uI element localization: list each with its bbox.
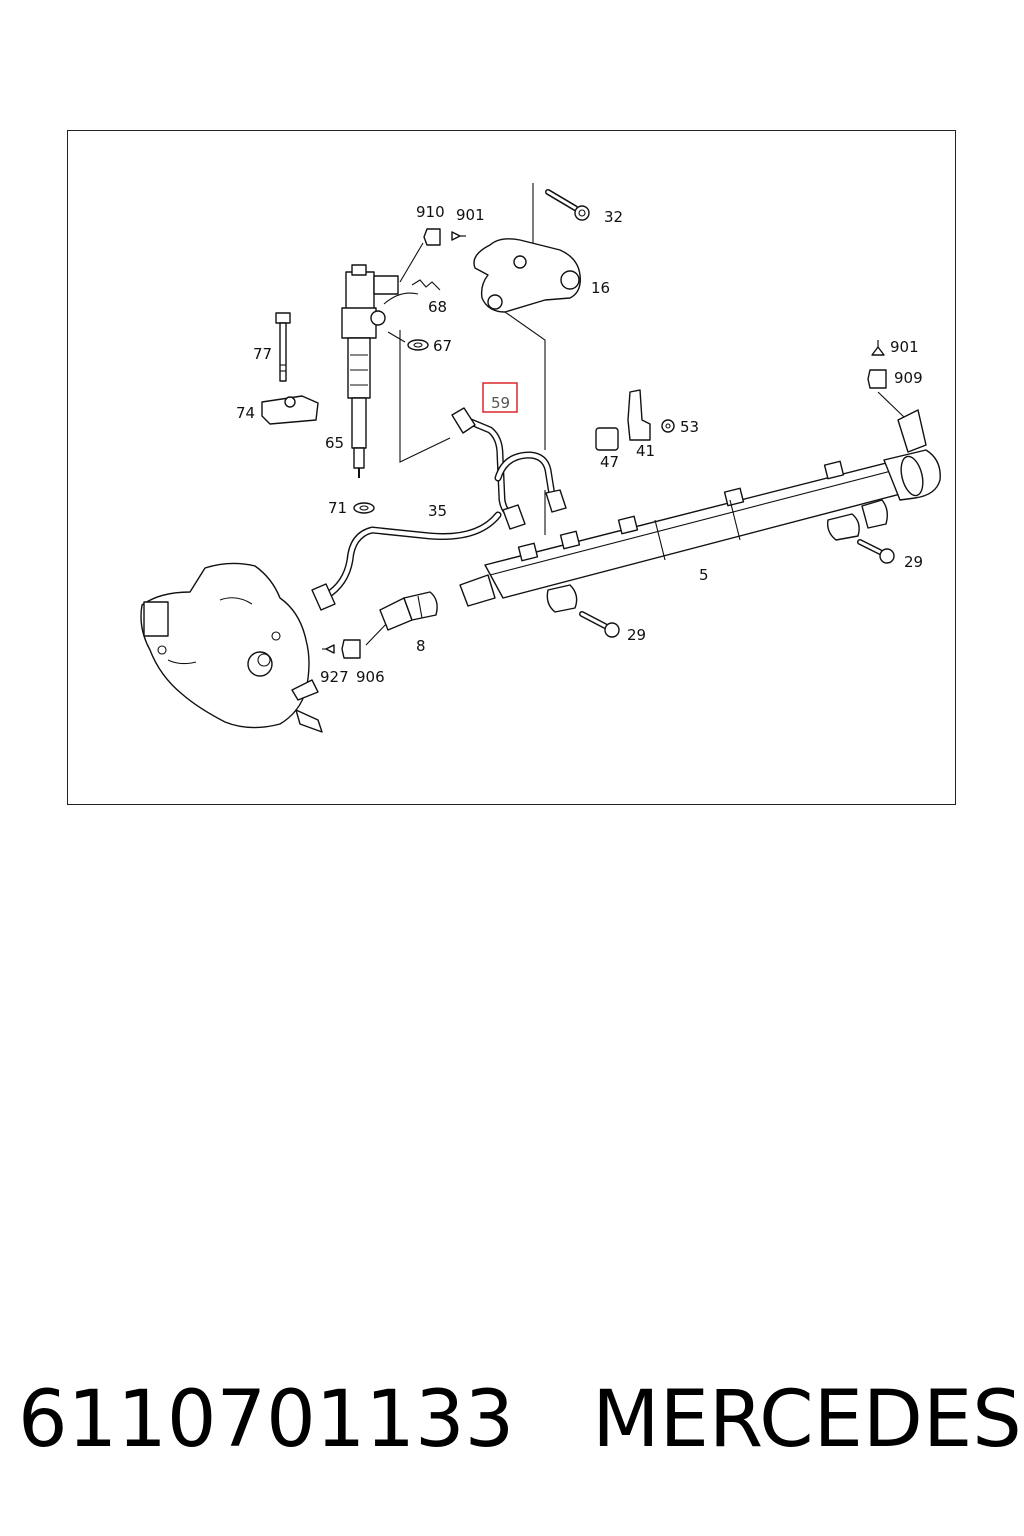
label-8: 8 (416, 637, 426, 655)
label-53: 53 (680, 418, 699, 436)
connector-901b (871, 340, 885, 356)
part-number: 6110701133 (18, 1375, 515, 1465)
label-65: 65 (325, 434, 344, 452)
label-71: 71 (328, 499, 347, 517)
bracket-41 (627, 389, 651, 441)
injector-65 (341, 264, 399, 478)
label-906: 906 (356, 668, 385, 686)
label-47: 47 (600, 453, 619, 471)
nut-53 (661, 419, 675, 433)
bolt-32 (545, 189, 590, 221)
label-41: 41 (636, 442, 655, 460)
label-74: 74 (236, 404, 255, 422)
connector-906 (341, 639, 361, 659)
fuel-rail-5 (459, 409, 941, 613)
connector-901a (451, 231, 466, 241)
label-909: 909 (894, 369, 923, 387)
parts-diagram: 32 910 901 16 68 67 77 74 65 59 901 909 … (140, 183, 941, 733)
brand-name: MERCEDES (592, 1375, 1022, 1465)
clamp-74 (261, 395, 319, 425)
clip-68 (383, 279, 441, 305)
pipe-59 (451, 407, 567, 530)
connector-927 (325, 644, 335, 654)
footer: 6110701133 MERCEDES (18, 1365, 1022, 1475)
label-35: 35 (428, 502, 447, 520)
diagram-frame (67, 130, 956, 805)
label-29a: 29 (904, 553, 923, 571)
high-pressure-pump (140, 562, 323, 733)
label-927: 927 (320, 668, 349, 686)
label-32: 32 (604, 208, 623, 226)
label-68: 68 (428, 298, 447, 316)
label-16: 16 (591, 279, 610, 297)
label-5: 5 (699, 566, 709, 584)
label-29b: 29 (627, 626, 646, 644)
sleeve-47 (595, 427, 619, 451)
label-910: 910 (416, 203, 445, 221)
bolt-29b (579, 611, 620, 638)
connector-910 (423, 228, 441, 246)
pipe-35 (311, 511, 502, 611)
leader-lines (322, 183, 906, 650)
highlight-box-59 (482, 382, 518, 413)
bolt-77 (275, 312, 291, 382)
label-901b: 901 (890, 338, 919, 356)
connector-909 (867, 369, 887, 389)
label-59: 59 (491, 394, 510, 412)
bracket-16 (473, 238, 581, 313)
label-77: 77 (253, 345, 272, 363)
washer-67 (387, 331, 429, 351)
washer-71 (353, 502, 375, 514)
label-901a: 901 (456, 206, 485, 224)
label-67: 67 (433, 337, 452, 355)
sensor-8 (379, 591, 438, 631)
bolt-29a (857, 539, 895, 564)
